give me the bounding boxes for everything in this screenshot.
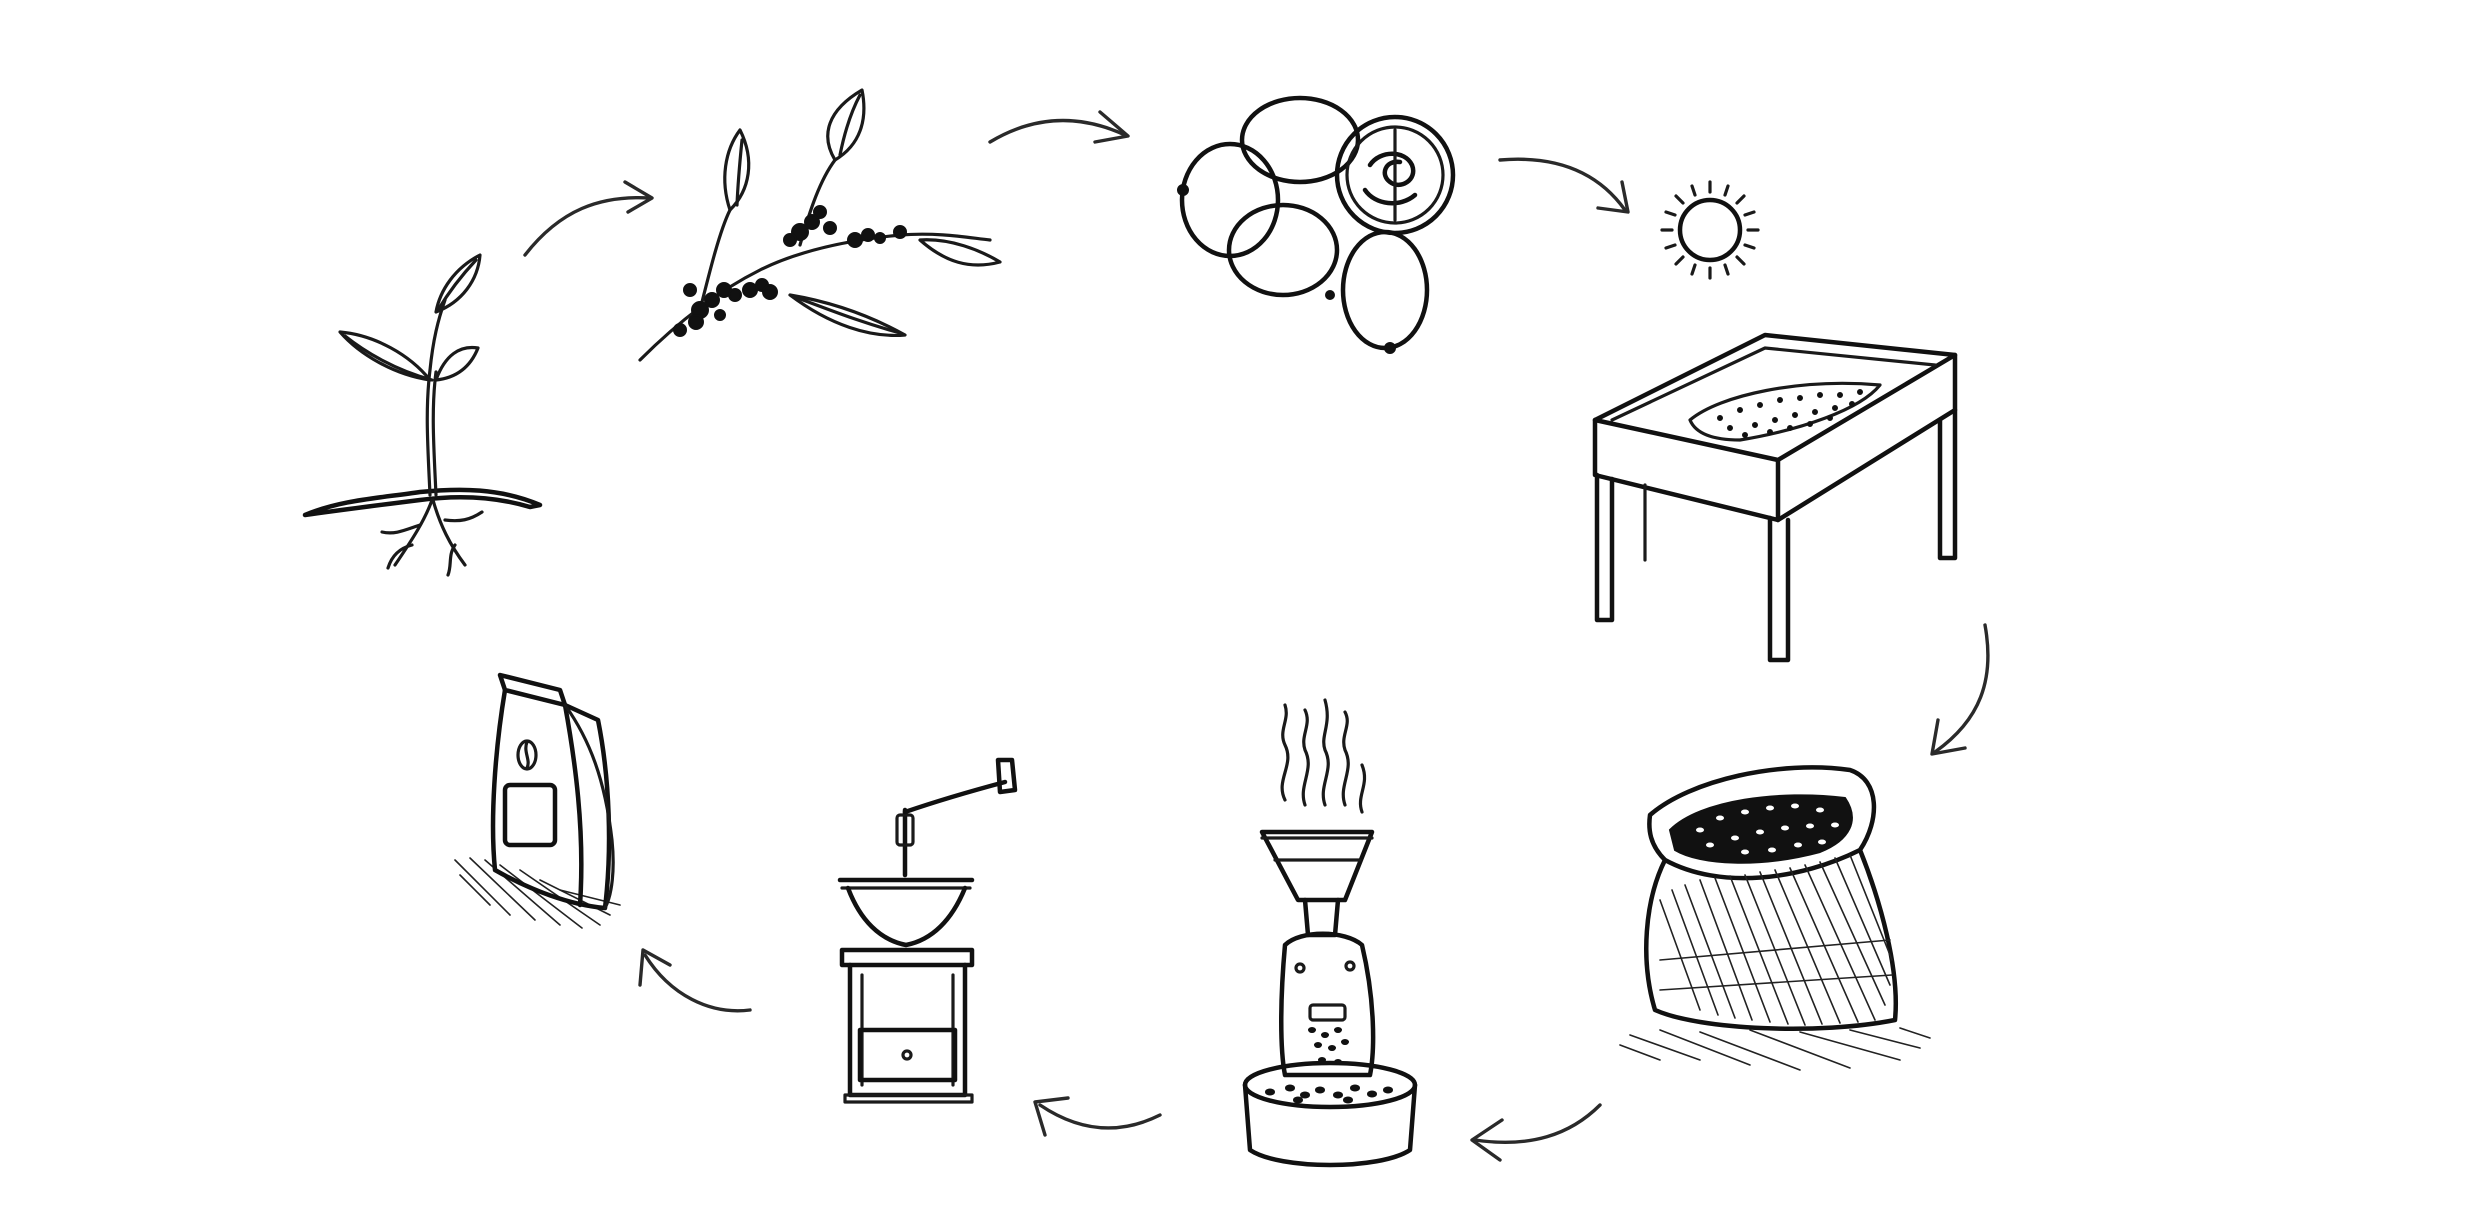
arrow-2-icon — [990, 112, 1128, 142]
bean-sack-icon — [1620, 767, 1930, 1070]
arrow-6-icon — [1035, 1098, 1160, 1135]
arrow-1-icon — [525, 182, 652, 255]
coffee-bag-icon — [455, 675, 620, 928]
arrow-7-icon — [640, 950, 750, 1011]
coffee-grinder-icon — [840, 760, 1015, 1102]
sun-icon — [1662, 182, 1758, 278]
drying-table-icon — [1595, 335, 1955, 660]
arrow-3-icon — [1500, 159, 1628, 212]
coffee-branch-icon — [640, 90, 1000, 360]
arrow-4-icon — [1932, 625, 1988, 754]
roaster-icon — [1245, 700, 1415, 1165]
coffee-cherries-icon — [1178, 98, 1453, 353]
arrow-5-icon — [1472, 1105, 1600, 1160]
seedling-icon — [305, 255, 540, 575]
